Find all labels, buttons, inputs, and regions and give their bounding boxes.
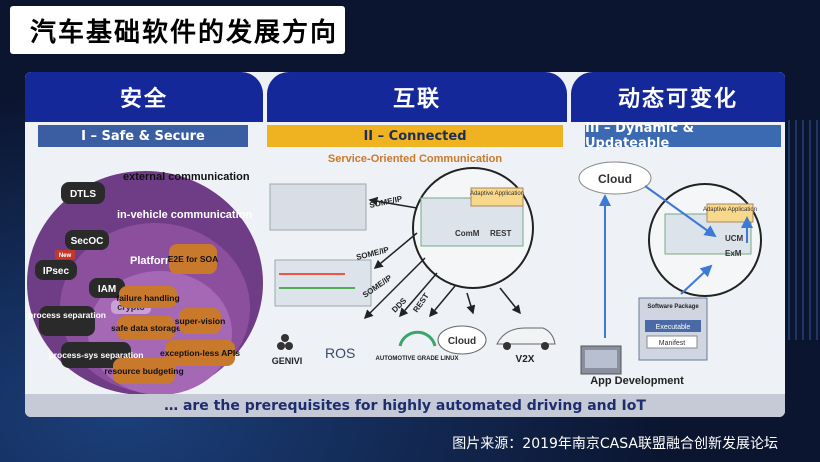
protocol-dds: DDS	[390, 296, 409, 315]
app-development-label: App Development	[590, 375, 684, 387]
badge-resource-budgeting: resource budgeting	[104, 366, 183, 376]
connected-diagram: Service-Oriented Communication Adaptive …	[269, 153, 556, 366]
cloud-icon: Cloud	[578, 161, 652, 195]
badge-secoc: SecOC	[71, 236, 104, 247]
security-onion-diagram: external communication in-vehicle commun…	[27, 171, 263, 395]
software-package: Software Package Executable Manifest	[638, 297, 708, 361]
genivi-logo: GENIVI	[272, 334, 303, 366]
svg-text:AUTOMOTIVE GRADE LINUX: AUTOMOTIVE GRADE LINUX	[376, 356, 459, 362]
badge-exception-less-apis: exception-less APIs	[160, 348, 240, 358]
subheader-safe: I – Safe & Secure	[38, 125, 248, 147]
badge-supervision: super-vision	[175, 316, 226, 326]
slide-panel: 安全 互联 动态可变化 I – Safe & Secure II – Conne…	[25, 72, 785, 417]
subheader-connected: II – Connected	[267, 125, 563, 147]
badge-process-separation: process separation	[28, 310, 106, 320]
module-rest: REST	[490, 229, 511, 238]
protocol-someip-1: SOME/IP	[369, 194, 404, 210]
svg-text:V2X: V2X	[516, 354, 535, 365]
page-title: 汽车基础软件的发展方向	[10, 6, 345, 54]
column-header-safe: 安全	[25, 72, 263, 122]
adaptive-app-label-dynamic: Adaptive Application	[703, 207, 757, 213]
svg-text:GENIVI: GENIVI	[272, 356, 303, 366]
svg-text:Software Package: Software Package	[647, 304, 699, 310]
column-header-connected: 互联	[267, 72, 567, 122]
protocol-rest: REST	[411, 291, 431, 314]
layer-in-vehicle-label: in-vehicle communication	[117, 209, 252, 221]
badge-safe-data-storage: safe data storage	[111, 323, 181, 333]
computer-icon	[580, 345, 622, 375]
diagram-canvas: external communication in-vehicle commun…	[27, 153, 762, 395]
agl-logo: AUTOMOTIVE GRADE LINUX	[376, 330, 459, 362]
module-comm: ComM	[455, 229, 480, 238]
badge-dtls: DTLS	[70, 189, 96, 200]
image-source: 图片来源：2019年南京CASA联盟融合创新发展论坛	[452, 436, 778, 452]
module-exm: ExM	[725, 249, 742, 258]
subheader-dynamic: III – Dynamic & Updateable	[585, 121, 781, 151]
badge-process-sys-separation: process-sys separation	[49, 350, 144, 360]
svg-text:Executable: Executable	[656, 324, 691, 331]
svg-text:Cloud: Cloud	[598, 172, 632, 186]
badge-e2e-for-soa: E2E for SOA	[168, 254, 219, 264]
dynamic-diagram: Cloud Adaptive Application UCM ExM Softw…	[578, 161, 762, 387]
soa-table-image	[269, 183, 367, 231]
badge-failure-handling: failure handling	[116, 293, 179, 303]
new-tag: New	[59, 253, 72, 259]
adaptive-app-label: Adaptive Application	[470, 191, 524, 197]
badge-iam: IAM	[98, 284, 116, 295]
svg-text:Cloud: Cloud	[448, 336, 476, 347]
layer-platform-label: Platform	[130, 255, 175, 267]
column-header-dynamic: 动态可变化	[571, 72, 785, 122]
car-icon: V2X	[496, 327, 556, 365]
module-ucm: UCM	[725, 234, 744, 243]
svg-text:Manifest: Manifest	[659, 340, 686, 347]
soa-code-image	[274, 259, 372, 307]
soc-title: Service-Oriented Communication	[328, 153, 502, 165]
footer-statement: … are the prerequisites for highly autom…	[25, 394, 785, 417]
badge-ipsec: IPsec	[43, 266, 70, 277]
cloud-icon: Cloud	[437, 325, 487, 355]
layer-external-label: external communication	[123, 171, 250, 183]
ros-logo: ROS	[325, 345, 355, 361]
